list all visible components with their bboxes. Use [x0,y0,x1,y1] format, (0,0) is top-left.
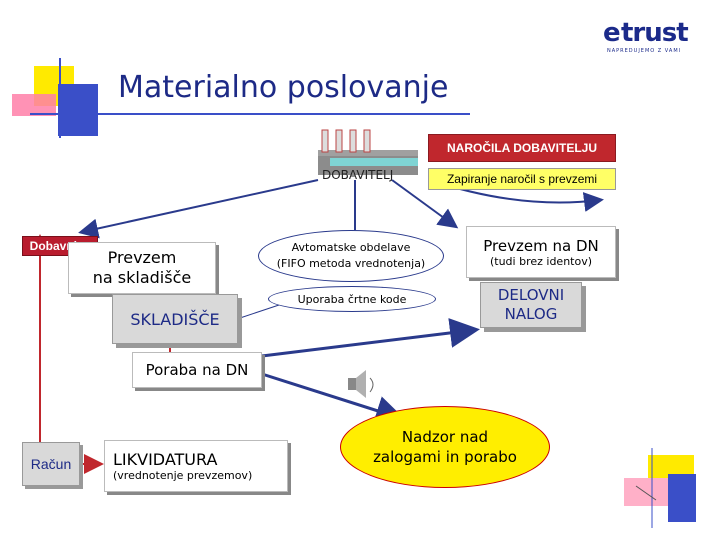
zapiranje-label: Zapiranje naročil s prevzemi [447,172,597,186]
uporaba-ellipse: Uporaba črtne kode [268,286,436,312]
avtomatske-ellipse: Avtomatske obdelave (FIFO metoda vrednot… [258,230,444,282]
logo-tagline: NAPREDUJEMO Z VAMI [607,48,681,54]
zapiranje-box: Zapiranje naročil s prevzemi [428,168,616,190]
prevzem-skladisce-box: Prevzem na skladišče [68,242,216,294]
prevzem-dn-label: Prevzem na DN [483,237,598,255]
speaker-icon [348,370,373,398]
skladisce-box: SKLADIŠČE [112,294,238,344]
avtomatske-line1: Avtomatske obdelave [292,240,411,256]
logo-e: e [603,18,620,48]
prevzem-line1: Prevzem [108,248,177,268]
deco-square-blue [58,84,98,136]
prevzem-line2: na skladišče [93,268,191,288]
nadzor-line2: zalogami in porabo [373,447,517,467]
logo-trust: trust [621,18,688,48]
narocila-label: NAROČILA DOBAVITELJU [447,141,597,155]
delovni-nalog-box: DELOVNI NALOG [480,282,582,328]
narocila-box: NAROČILA DOBAVITELJU [428,134,616,162]
nadzor-ellipse: Nadzor nad zalogami in porabo [340,406,550,488]
arrow-poraba-to-dn [262,330,474,356]
factory-label: DOBAVITELJ [322,168,393,182]
likvidatura-box: LIKVIDATURA (vrednotenje prevzemov) [104,440,288,492]
racun-label: Račun [31,456,71,472]
tudi-brez-label: (tudi brez identov) [490,255,592,268]
racun-box: Račun [22,442,80,486]
uporaba-label: Uporaba črtne kode [298,293,407,306]
delovni-nalog-line2: NALOG [505,305,558,324]
deco-square-pink-br [624,478,668,506]
likvidatura-label: LIKVIDATURA [113,450,217,469]
poraba-box: Poraba na DN [132,352,262,388]
vrednotenje-label: (vrednotenje prevzemov) [113,469,252,482]
skladisce-label: SKLADIŠČE [130,310,219,329]
deco-square-blue-br [668,474,696,522]
arrow-to-dobavnica [82,180,318,232]
avtomatske-line2: (FIFO metoda vrednotenja) [277,256,425,272]
prevzem-dn-box: Prevzem na DN (tudi brez identov) [466,226,616,278]
page-title: Materialno poslovanje [118,70,448,105]
arrow-poraba-to-nadzor [262,374,400,418]
etrust-logo: e trust NAPREDUJEMO Z VAMI [603,18,703,54]
poraba-label: Poraba na DN [146,361,249,379]
deco-square-pink [12,94,56,116]
delovni-nalog-line1: DELOVNI [498,286,564,305]
nadzor-line1: Nadzor nad [402,427,488,447]
